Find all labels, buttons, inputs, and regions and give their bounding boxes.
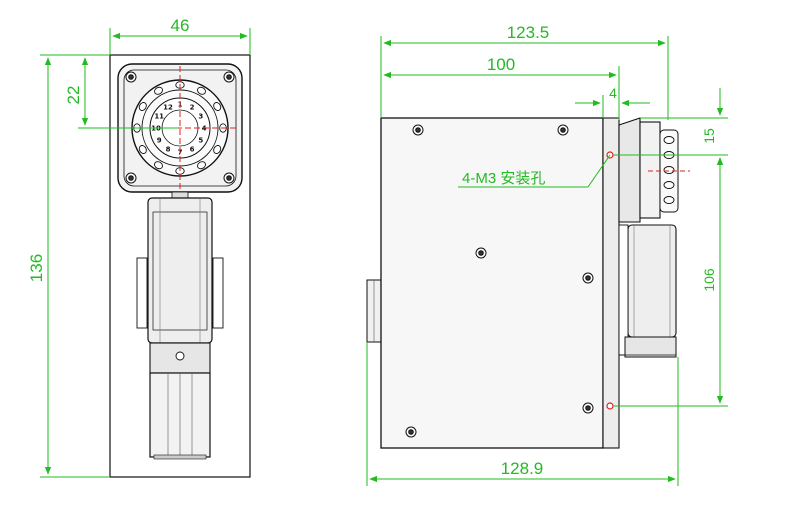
front-view: 123456789101112 46 xyxy=(27,16,251,478)
dim-4 xyxy=(575,95,650,118)
dial-number: 9 xyxy=(157,137,162,145)
dim-136 xyxy=(40,54,110,478)
dim-15-label: 15 xyxy=(701,128,717,144)
side-mount-plate xyxy=(602,117,620,449)
side-view: 123.5 100 4 15 106 xyxy=(366,23,728,486)
dial-hole xyxy=(197,86,206,95)
side-gearbox xyxy=(627,224,677,338)
dial-hole xyxy=(154,86,163,95)
dial-number: 8 xyxy=(166,145,171,153)
front-outline xyxy=(109,54,251,478)
dim-128-9 xyxy=(366,342,679,486)
dial-number: 6 xyxy=(190,145,195,153)
dial-number: 5 xyxy=(198,137,203,145)
dial-hole xyxy=(154,161,163,170)
dial-holes xyxy=(133,81,227,175)
dim-100 xyxy=(383,66,620,120)
side-motor xyxy=(624,336,677,358)
dial-hole xyxy=(138,145,147,154)
dial-hole xyxy=(213,145,222,154)
dial-hole xyxy=(213,102,222,111)
hole-note-label: 4-M3 安装孔 xyxy=(462,170,545,187)
dim-123-5-label: 123.5 xyxy=(507,23,550,42)
dim-136-label: 136 xyxy=(27,254,46,282)
dim-123-5 xyxy=(380,36,669,120)
dial-number: 11 xyxy=(154,113,164,121)
dim-22 xyxy=(78,54,178,129)
dial-number: 12 xyxy=(163,104,173,112)
dial-number: 2 xyxy=(190,104,195,112)
dim-22-label: 22 xyxy=(64,86,83,105)
dim-4-label: 4 xyxy=(609,85,617,101)
flange-screws xyxy=(125,71,235,184)
dial-hole xyxy=(197,161,206,170)
gearbox-body xyxy=(147,197,213,344)
dim-106-label: 106 xyxy=(701,268,717,292)
dim-128-9-label: 128.9 xyxy=(501,459,544,478)
side-flange xyxy=(618,117,641,223)
dial-number: 3 xyxy=(198,113,203,121)
hole-leader xyxy=(458,154,611,188)
dim-106 xyxy=(613,157,728,407)
dial-hole xyxy=(138,102,147,111)
mount-hole-bottom xyxy=(606,402,614,410)
dim-100-label: 100 xyxy=(487,55,515,74)
side-main-body xyxy=(380,117,604,449)
dim-46-label: 46 xyxy=(171,16,190,35)
body-screws xyxy=(405,124,594,438)
dim-46 xyxy=(109,28,251,55)
